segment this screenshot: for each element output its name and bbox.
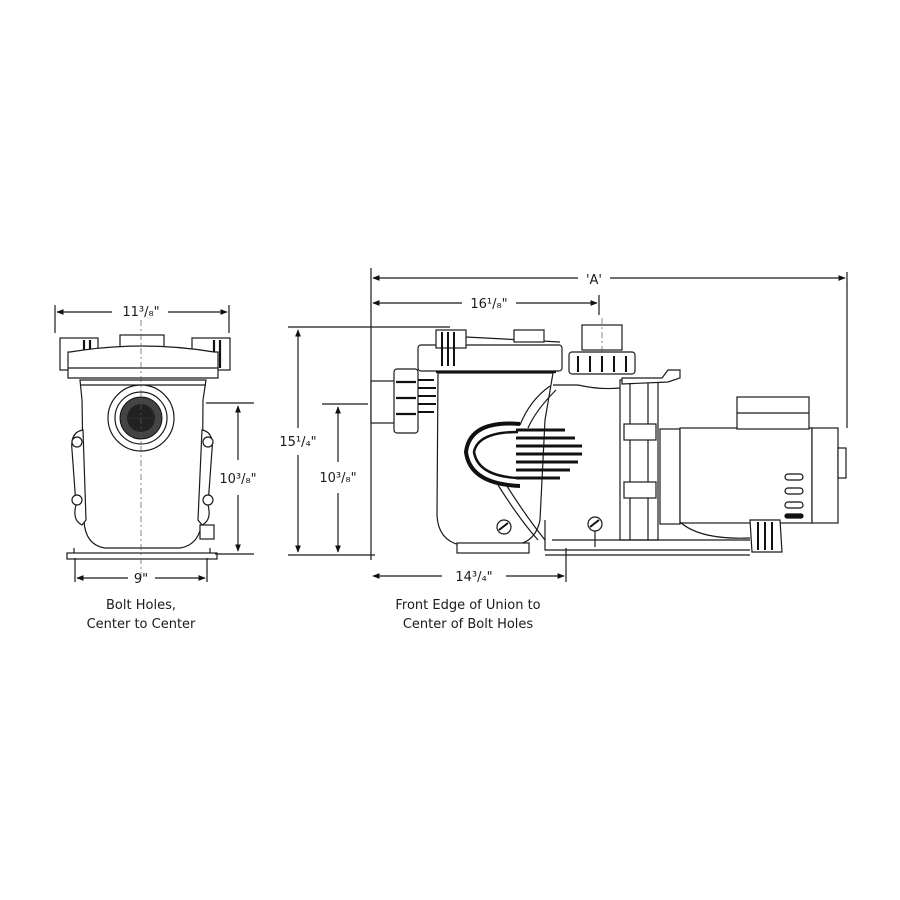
union-to-bolts-label: 14³/₄" — [455, 570, 492, 585]
front-overall-width-label: 11³/₈" — [122, 305, 159, 320]
front-caption-line2: Center to Center — [87, 617, 196, 632]
side-view-pump — [288, 268, 848, 582]
bolt-hole-spacing-label: 9" — [134, 572, 148, 587]
overall-length-A-label: 'A' — [586, 273, 602, 288]
front-view-pump — [54, 305, 254, 582]
front-inlet-height-label: 10³/₈" — [219, 472, 256, 487]
side-caption-line2: Center of Bolt Holes — [403, 617, 534, 632]
front-caption-line1: Bolt Holes, — [106, 598, 176, 613]
strainer-length-label: 16¹/₈" — [470, 297, 507, 312]
side-caption-line1: Front Edge of Union to — [395, 598, 540, 613]
overall-height-label: 15¹/₄" — [279, 435, 316, 450]
side-inlet-height-label: 10³/₈" — [319, 471, 356, 486]
